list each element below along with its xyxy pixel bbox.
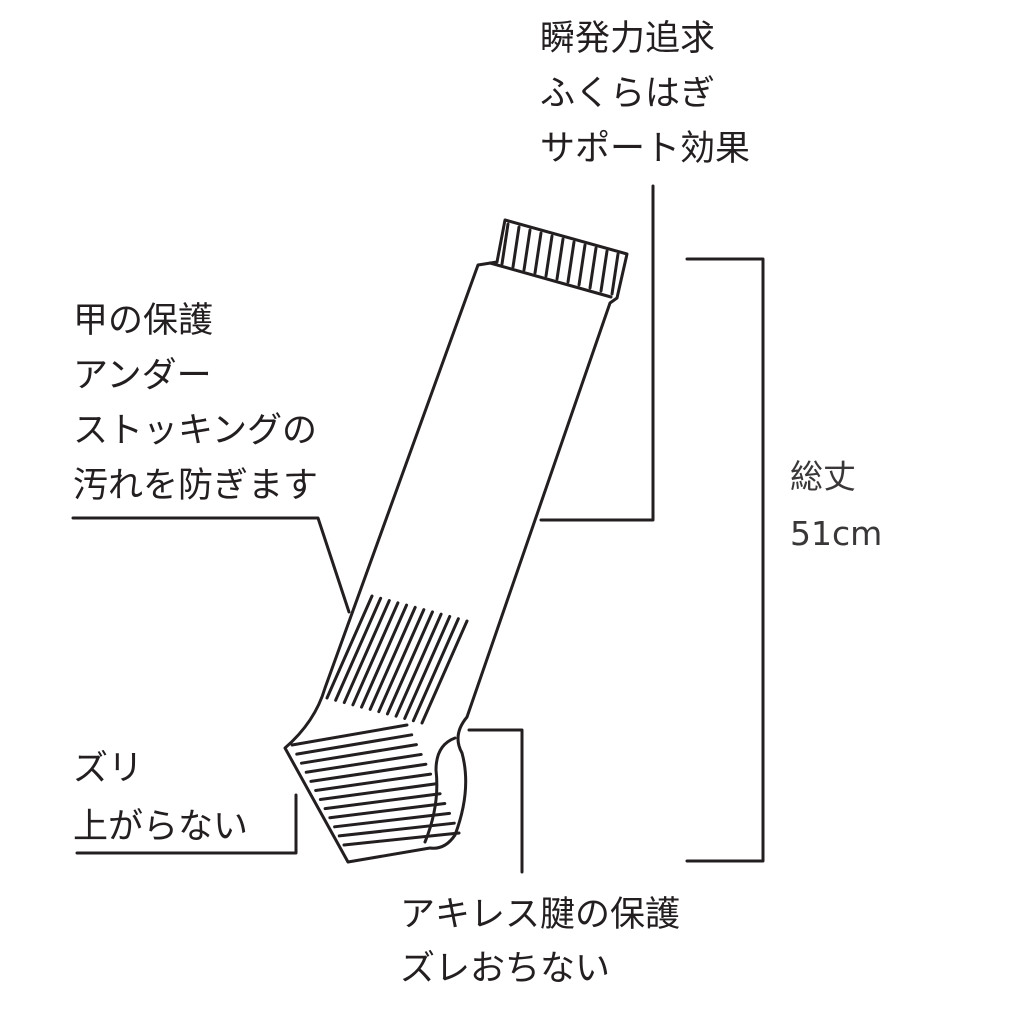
cuff-line [488, 261, 613, 299]
cuff-rib [511, 225, 521, 269]
calf-support-line-1: 瞬発力追求 [540, 19, 716, 59]
total-length-label: 総丈 51cm [790, 448, 882, 562]
ankle-rib [325, 594, 374, 700]
total-length-title: 総丈 [790, 457, 856, 496]
instep-callout-line [71, 516, 351, 614]
achilles-line-1: アキレス腱の保護 [400, 895, 681, 935]
ankle-rib [360, 603, 409, 709]
sock-outline [283, 218, 629, 864]
calf-support-line-3: サポート効果 [540, 129, 751, 169]
ankle-rib [334, 596, 383, 702]
no-slip-line-2: 上がらない [73, 807, 249, 847]
cuff-rib [500, 222, 510, 266]
instep-line-3: ストッキングの [73, 411, 317, 451]
ankle-rib [368, 605, 417, 711]
cuff-rib [533, 231, 543, 275]
instep-line-1: 甲の保護 [73, 301, 214, 341]
ankle-ribs [325, 594, 469, 725]
ankle-rib [403, 614, 452, 720]
cuff-rib [599, 249, 609, 293]
cuff-rib [544, 234, 554, 278]
ankle-rib [377, 608, 426, 714]
foot-rib [333, 811, 452, 829]
no-slip-line-1: ズリ [73, 749, 144, 789]
heel-pad [423, 736, 457, 844]
foot-rib [318, 782, 437, 802]
achilles-callout-line [467, 728, 524, 874]
cuff-rib [577, 243, 587, 287]
cuff-rib [566, 240, 576, 284]
ankle-rib [342, 599, 391, 705]
foot-rib [299, 743, 418, 765]
calf-support-label: 瞬発力追求 ふくらはぎ サポート効果 [540, 12, 750, 177]
ankle-rib [420, 619, 469, 725]
ankle-rib [351, 601, 400, 707]
instep-line-4: 汚れを防ぎます [73, 466, 319, 506]
calf-support-line-2: ふくらはぎ [540, 74, 716, 114]
noslip-callout-line [75, 793, 298, 855]
cuff-ribs [500, 222, 620, 296]
foot-ribs [290, 723, 461, 847]
foot-rib [337, 821, 456, 838]
achilles-protection-label: アキレス腱の保護 ズレおちない [400, 888, 680, 996]
cuff-rib [522, 228, 532, 272]
total-length-value: 51cm [790, 514, 883, 553]
no-slip-label: ズリ 上がらない [73, 740, 248, 856]
foot-rib [290, 723, 409, 747]
length-bracket [685, 257, 765, 863]
cuff-rib [588, 246, 598, 290]
ankle-rib [394, 612, 443, 718]
ankle-rib [411, 617, 460, 723]
foot-rib [323, 792, 442, 811]
foot-rib [328, 802, 447, 820]
cuff-rib [610, 252, 620, 296]
foot-rib [295, 733, 414, 756]
cuff-rib [555, 237, 565, 281]
achilles-line-2: ズレおちない [400, 949, 611, 989]
foot-rib [342, 831, 461, 847]
ankle-rib [385, 610, 434, 716]
instep-line-2: アンダー [73, 356, 212, 396]
instep-protection-label: 甲の保護 アンダー ストッキングの 汚れを防ぎます [73, 294, 318, 514]
foot-rib [304, 752, 423, 774]
foot-rib [314, 772, 433, 792]
foot-rib [309, 762, 428, 783]
calf-callout-line [539, 184, 655, 522]
